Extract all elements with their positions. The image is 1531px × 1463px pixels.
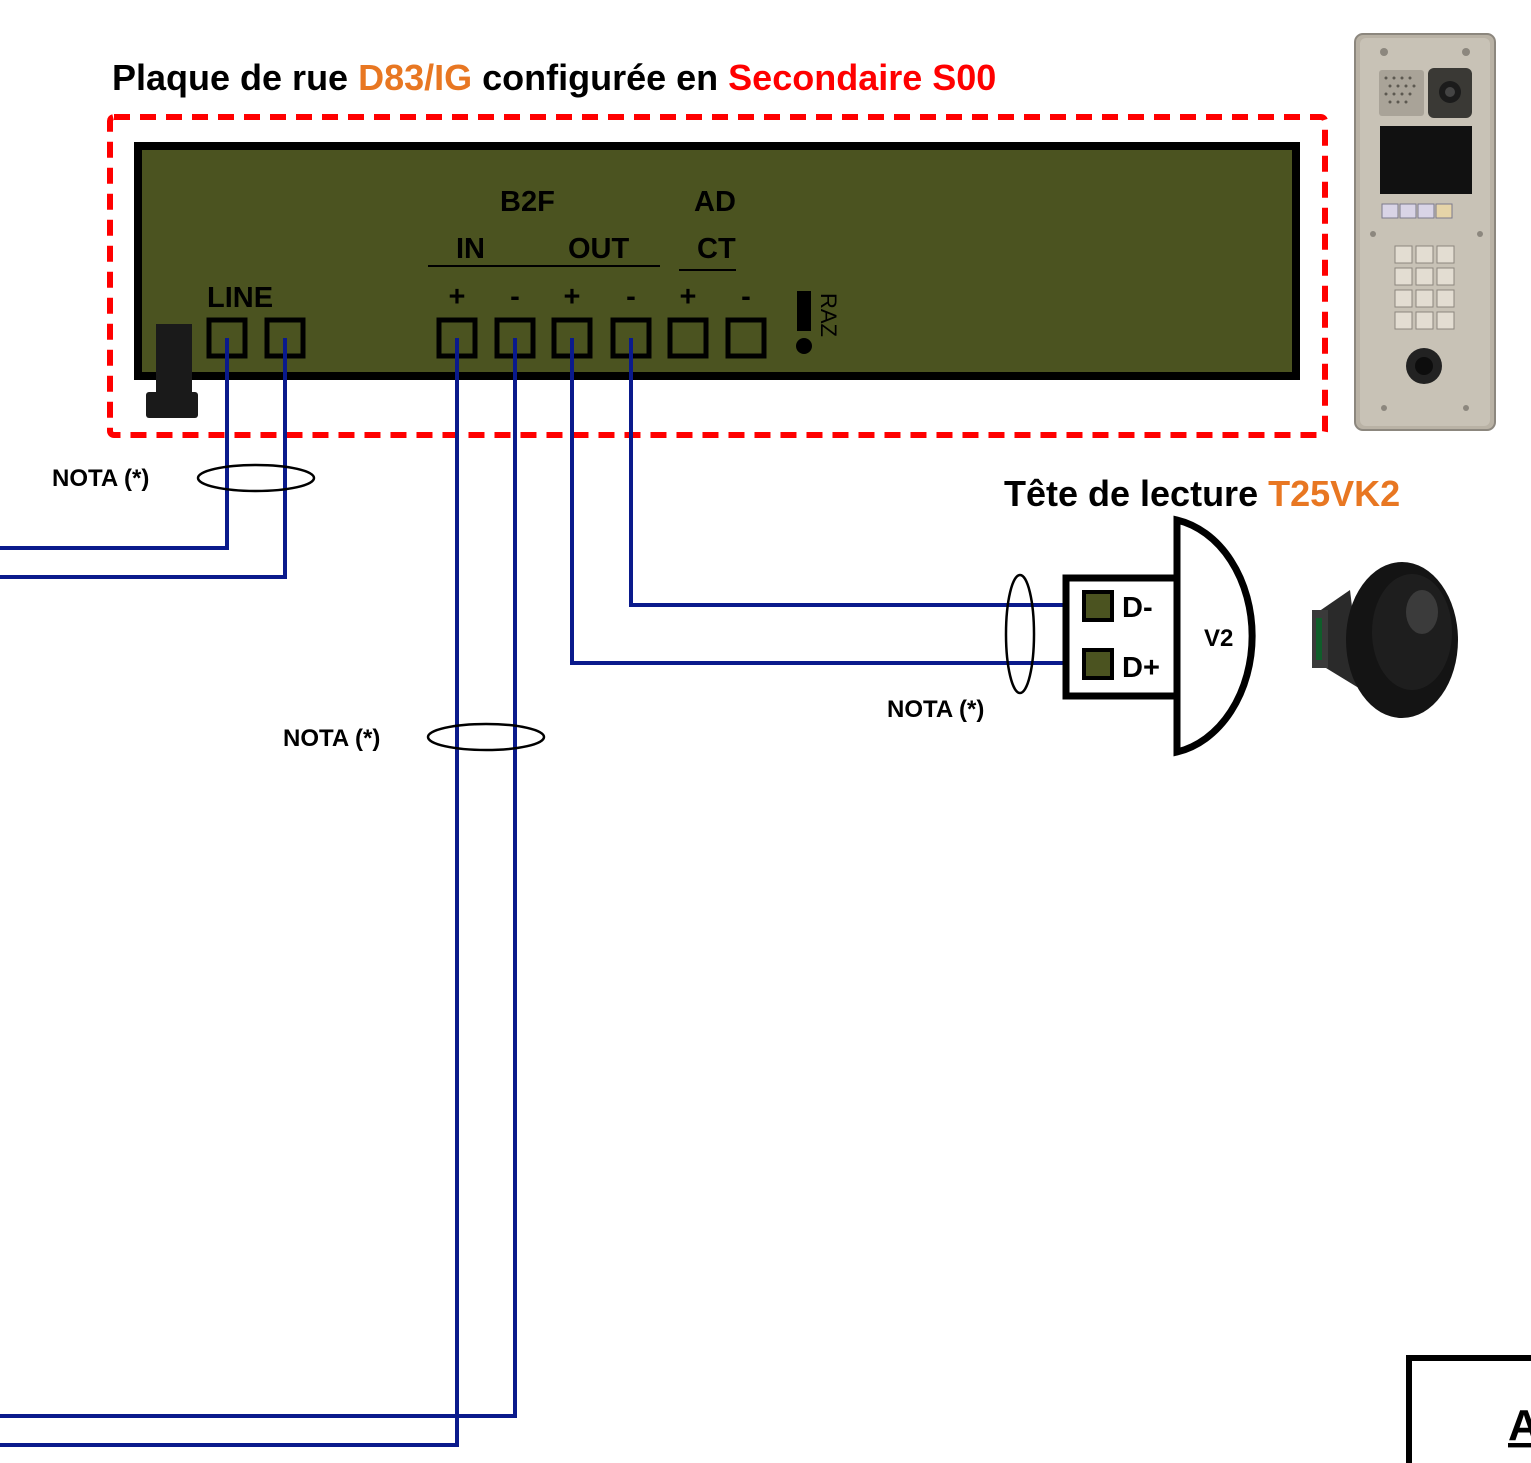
polarity-b2f-in-plus: + bbox=[449, 281, 466, 313]
panel-dashed-border bbox=[107, 114, 1328, 438]
in-label: IN bbox=[456, 233, 485, 265]
reader-d-minus-label: D- bbox=[1122, 592, 1153, 624]
nota-b2f-label: NOTA (*) bbox=[283, 725, 380, 752]
corner-box-text: A bbox=[1508, 1401, 1531, 1450]
corner-box bbox=[1406, 1355, 1531, 1463]
out-label: OUT bbox=[568, 233, 630, 265]
panel-title-mode: Secondaire S00 bbox=[728, 57, 996, 98]
wire-b2f-out-minus bbox=[629, 338, 1098, 607]
polarity-b2f-out-minus: - bbox=[626, 281, 636, 313]
raz-button bbox=[796, 291, 812, 354]
wire-b2f-in-minus bbox=[0, 338, 517, 1418]
ct-label: CT bbox=[697, 233, 736, 265]
terminal-ad-ct-plus bbox=[667, 317, 709, 359]
wire-line-2 bbox=[0, 338, 287, 579]
terminal-board bbox=[134, 142, 1300, 380]
raz-label: RAZ bbox=[816, 293, 841, 337]
door-panel-image bbox=[1354, 33, 1496, 431]
panel-title-middle: configurée en bbox=[472, 57, 728, 98]
panel-title: Plaque de rue D83/IG configurée en Secon… bbox=[112, 57, 996, 98]
b2f-label: B2F bbox=[500, 186, 555, 218]
wire-b2f-in-plus bbox=[0, 338, 459, 1447]
connector-plug bbox=[146, 324, 198, 418]
wire-b2f-out-plus bbox=[570, 338, 1098, 665]
terminal-ad-ct-minus bbox=[725, 317, 767, 359]
nota-line-ellipse bbox=[196, 463, 316, 493]
panel-title-prefix: Plaque de rue bbox=[112, 57, 358, 98]
reader-head-image bbox=[1312, 562, 1458, 718]
line-label: LINE bbox=[207, 282, 273, 314]
nota-line-label: NOTA (*) bbox=[52, 465, 149, 492]
nota-reader-label: NOTA (*) bbox=[887, 696, 984, 723]
reader-title-model: T25VK2 bbox=[1268, 473, 1400, 514]
reader-terminal-d-minus bbox=[1082, 590, 1114, 622]
reader-title: Tête de lecture T25VK2 bbox=[1004, 473, 1400, 514]
ad-label: AD bbox=[694, 186, 736, 218]
panel-title-model: D83/IG bbox=[358, 57, 472, 98]
polarity-ad-ct-minus: - bbox=[741, 281, 751, 313]
reader-title-prefix: Tête de lecture bbox=[1004, 473, 1268, 514]
wire-line-1 bbox=[0, 338, 229, 550]
polarity-ad-ct-plus: + bbox=[680, 281, 697, 313]
nota-reader-ellipse bbox=[1004, 573, 1036, 695]
reader-bus-label: V2 bbox=[1204, 625, 1233, 652]
reader-head-symbol bbox=[1062, 515, 1256, 757]
polarity-b2f-out-plus: + bbox=[564, 281, 581, 313]
nota-b2f-ellipse bbox=[426, 722, 546, 752]
reader-d-plus-label: D+ bbox=[1122, 652, 1160, 684]
polarity-b2f-in-minus: - bbox=[510, 281, 520, 313]
reader-terminal-d-plus bbox=[1082, 648, 1114, 680]
